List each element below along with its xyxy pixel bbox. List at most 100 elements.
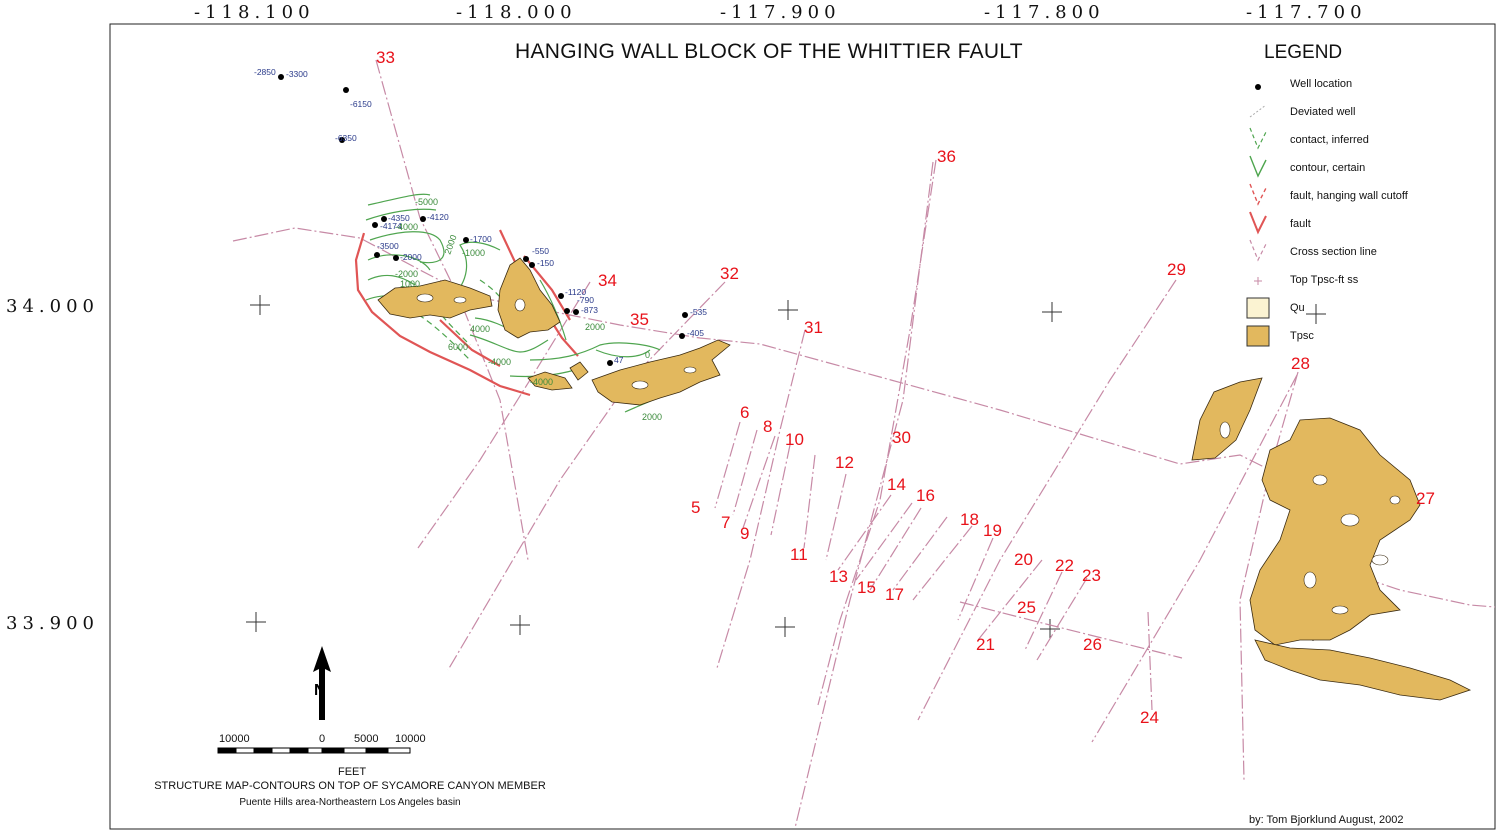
- well-label: -550: [532, 246, 549, 256]
- legend-label: fault: [1290, 218, 1311, 230]
- scale-label: 10000: [395, 733, 426, 745]
- section-label: 33: [376, 48, 395, 67]
- section-label: 11: [790, 545, 808, 564]
- well-label: -4350: [388, 213, 410, 223]
- plus-icon: [1254, 277, 1262, 285]
- section-label: 16: [916, 486, 935, 505]
- section-label: 5: [691, 498, 700, 517]
- section-label: 30: [892, 428, 911, 447]
- well-label: -535: [690, 307, 707, 317]
- contour-label: -4000: [395, 222, 418, 232]
- credit: by: Tom Bjorklund August, 2002: [1249, 814, 1404, 826]
- contour-label: 2000: [585, 322, 605, 332]
- well-locations: [278, 74, 688, 366]
- legend-label: Deviated well: [1290, 106, 1356, 118]
- north-arrow-icon: [313, 646, 331, 720]
- longitude-tick: -118.100: [194, 2, 315, 23]
- well-label: -3500: [377, 241, 399, 251]
- section-label: 24: [1140, 708, 1159, 727]
- contour-label: 4000: [470, 324, 490, 334]
- latitude-tick: 34.000: [6, 296, 99, 317]
- section-label: 29: [1167, 260, 1186, 279]
- contour-label: -4000: [488, 357, 511, 367]
- section-labels: 33 36 34 32 35 31 29 28 6 8 10 30 12 14 …: [376, 48, 1435, 727]
- scale-unit: FEET: [338, 766, 367, 778]
- well-label: -6350: [335, 133, 357, 143]
- section-label: 10: [785, 430, 804, 449]
- qu-swatch-icon: [1246, 297, 1270, 319]
- legend-title: LEGEND: [1264, 42, 1343, 63]
- section-label: 28: [1291, 354, 1310, 373]
- well-label: -2000: [400, 252, 422, 262]
- longitude-tick: -117.700: [1246, 2, 1367, 23]
- contour-label: -4000: [530, 377, 553, 387]
- contour-label: 0: [645, 350, 650, 360]
- section-label: 35: [630, 310, 649, 329]
- north-label: N: [314, 682, 326, 699]
- well-label: -4120: [427, 212, 449, 222]
- section-label: 7: [721, 513, 730, 532]
- graticule-crosses: [246, 295, 1326, 641]
- longitude-tick: -118.000: [456, 2, 577, 23]
- section-label: 27: [1416, 489, 1435, 508]
- well-label: 47: [614, 355, 624, 365]
- latitude-tick: 33.900: [6, 613, 99, 634]
- section-label: 20: [1014, 550, 1033, 569]
- dashed-green-line-icon: [1249, 127, 1267, 150]
- scale-label: 10000: [219, 733, 250, 745]
- contour-label: -5000: [415, 197, 438, 207]
- section-label: 15: [857, 578, 876, 597]
- caption-line-1: STRUCTURE MAP-CONTOURS ON TOP OF SYCAMOR…: [154, 780, 546, 792]
- legend-label: Cross section line: [1290, 246, 1377, 258]
- section-label: 18: [960, 510, 979, 529]
- tpsc-outcrops: [377, 257, 1472, 701]
- outcrop-holes: [416, 293, 1401, 615]
- section-label: 13: [829, 567, 848, 586]
- contour-label: 2000: [442, 233, 458, 255]
- section-label: 32: [720, 264, 739, 283]
- well-label: -150: [537, 258, 554, 268]
- legend-label: fault, hanging wall cutoff: [1290, 190, 1408, 202]
- well-dot-icon: [1255, 84, 1261, 90]
- section-label: 19: [983, 521, 1002, 540]
- green-line-icon: [1249, 155, 1267, 178]
- tpsc-swatch-icon: [1246, 325, 1270, 347]
- well-label: -405: [687, 328, 704, 338]
- well-label: -6150: [350, 99, 372, 109]
- legend-symbols: [1246, 84, 1270, 347]
- well-label: -1120: [565, 287, 586, 297]
- contour-label: 1000: [400, 279, 420, 289]
- section-label: 6: [740, 403, 749, 422]
- deviated-well-icon: [1249, 104, 1267, 118]
- red-line-icon: [1249, 211, 1267, 235]
- well-label: -790: [577, 295, 594, 305]
- section-label: 17: [885, 585, 904, 604]
- longitude-tick: -117.800: [984, 2, 1105, 23]
- section-label: 22: [1055, 556, 1074, 575]
- well-label: -2850: [254, 67, 276, 77]
- section-label: 9: [740, 524, 749, 543]
- scale-label: 5000: [354, 733, 379, 745]
- contour-label: -2000: [395, 269, 418, 279]
- legend-label: Qu: [1290, 302, 1305, 314]
- legend-label: contact, inferred: [1290, 134, 1369, 146]
- contour-label: 2000: [642, 412, 662, 422]
- section-label: 26: [1083, 635, 1102, 654]
- well-labels: -2850 -3300 -6150 -6350 -4350 -4174 -412…: [254, 67, 707, 365]
- map-title: HANGING WALL BLOCK OF THE WHITTIER FAULT: [515, 40, 1023, 63]
- caption-line-2: Puente Hills area-Northeastern Los Angel…: [239, 797, 461, 808]
- legend-label: Top Tpsc-ft ss: [1290, 274, 1359, 286]
- section-label: 31: [804, 318, 823, 337]
- contour-label: -1000: [462, 248, 485, 258]
- longitude-tick: -117.900: [720, 2, 841, 23]
- well-label: -1700: [470, 234, 492, 244]
- contour-label: 6000: [448, 342, 468, 352]
- section-label: 36: [937, 147, 956, 166]
- well-label: -873: [581, 305, 598, 315]
- scale-label: 0: [319, 733, 326, 745]
- legend-label: Well location: [1290, 78, 1353, 90]
- pink-dashed-line-icon: [1249, 239, 1267, 262]
- section-label: 8: [763, 417, 772, 436]
- dashed-red-line-icon: [1249, 183, 1267, 206]
